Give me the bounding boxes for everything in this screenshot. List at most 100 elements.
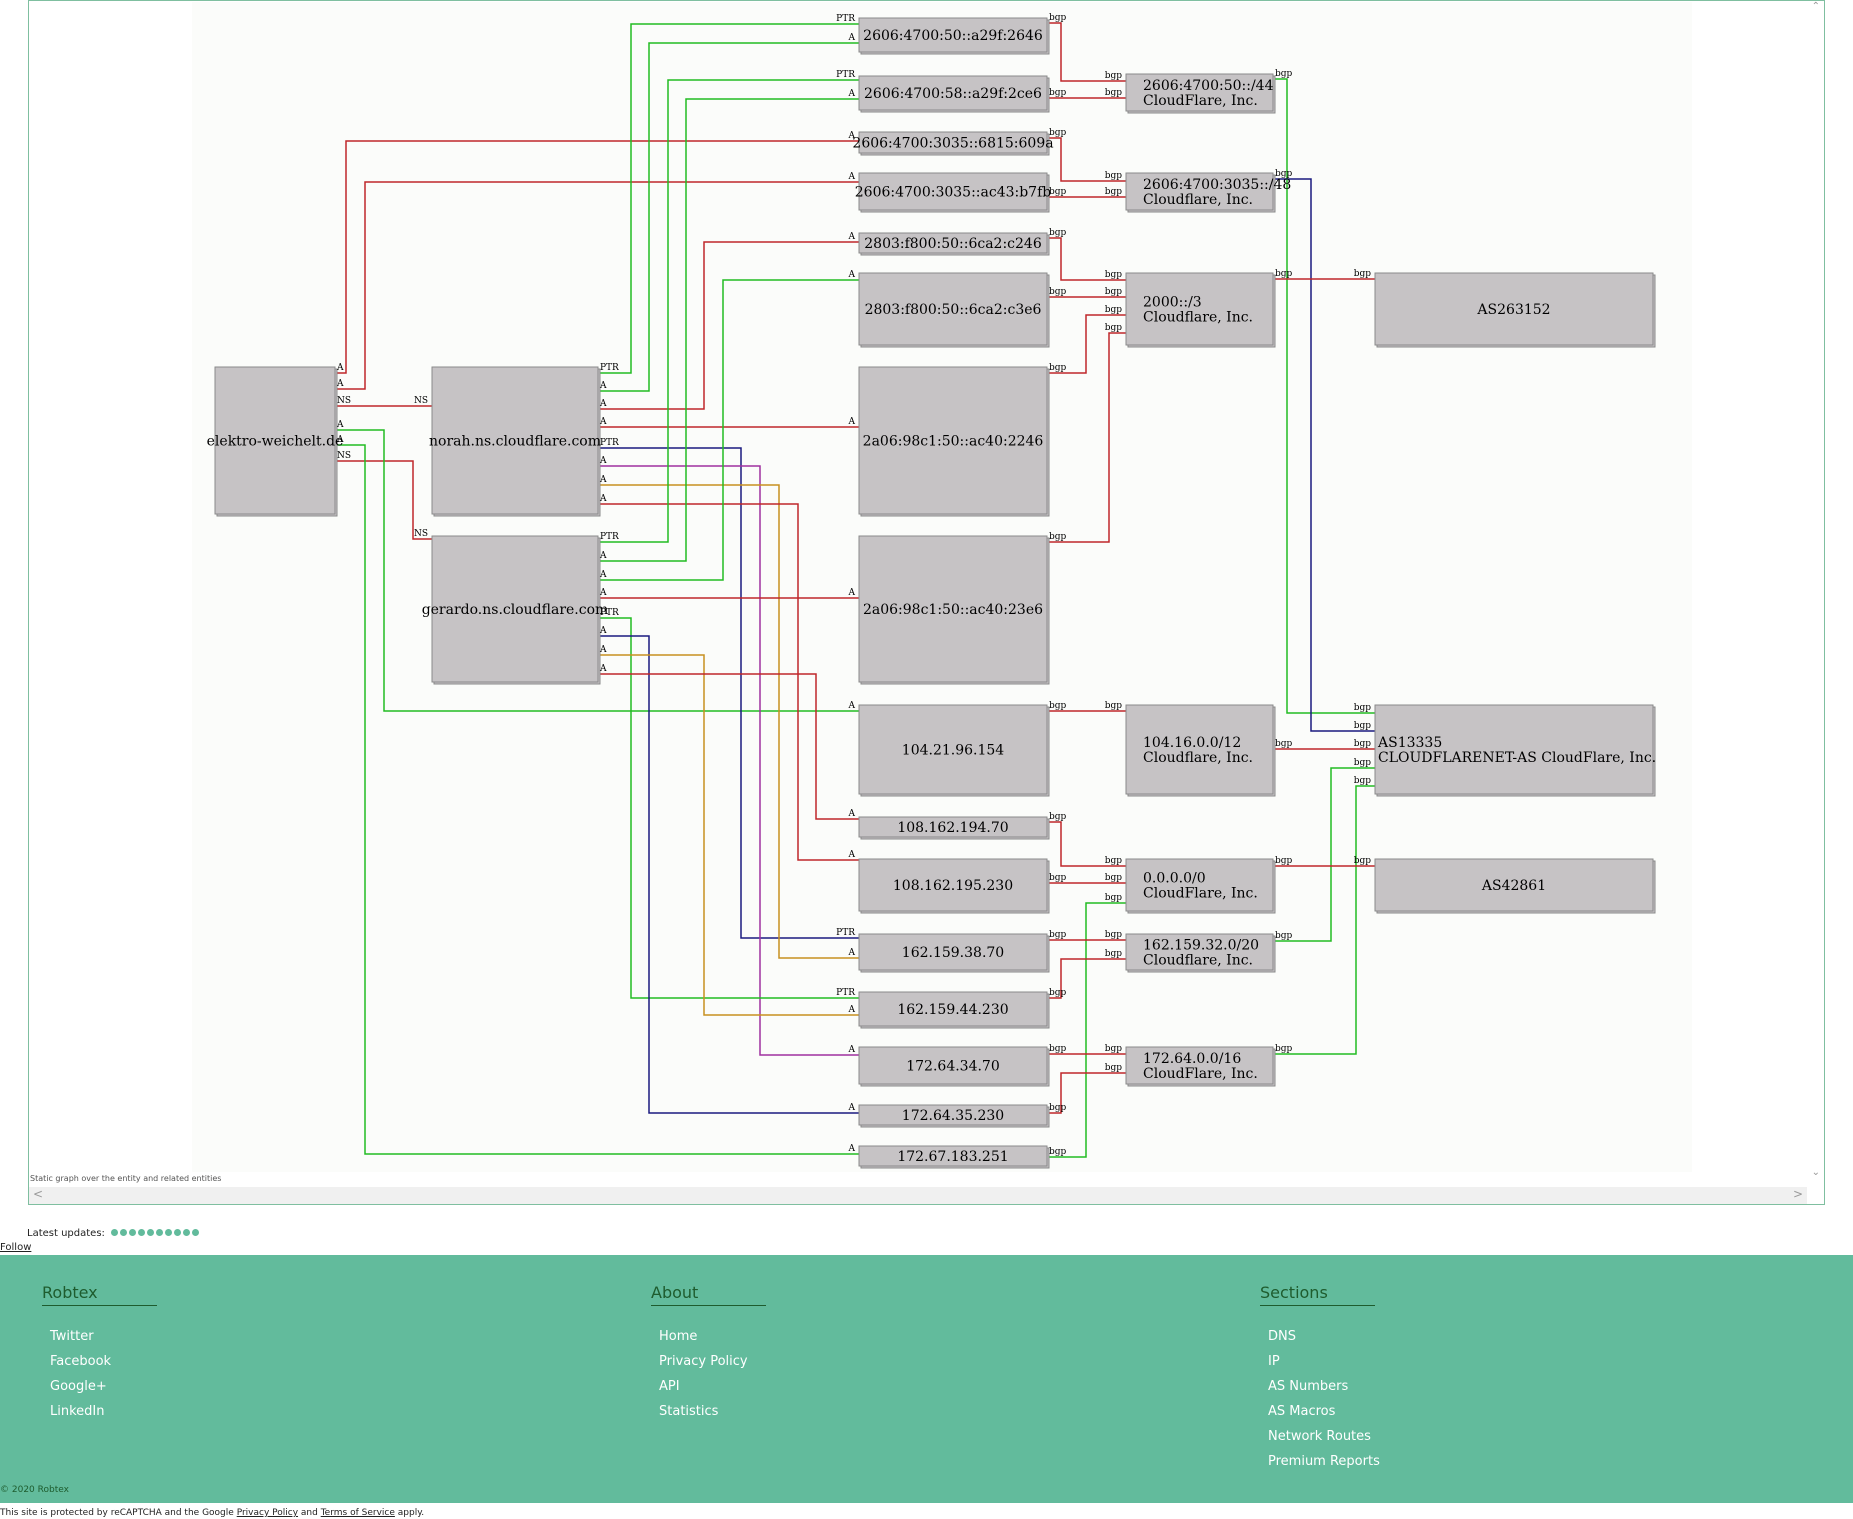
node-ip9[interactable]: 104.21.96.154 — [858, 704, 1050, 797]
scroll-down-icon[interactable]: ⌄ — [1811, 1167, 1820, 1178]
follow-link[interactable]: Follow — [0, 1242, 32, 1253]
edge-label-start: A — [336, 435, 344, 445]
node-label: Cloudflare, Inc. — [1143, 953, 1253, 969]
edge-label-start: A — [599, 417, 607, 427]
footer-robtex-link-twitter[interactable]: Twitter — [50, 1329, 94, 1344]
footer-sections-link-as-macros[interactable]: AS Macros — [1268, 1404, 1336, 1419]
node-ip8[interactable]: 2a06:98c1:50::ac40:23e6 — [858, 535, 1050, 685]
node-box — [214, 366, 336, 515]
edge-label-end: A — [848, 270, 856, 280]
footer-sections-link-network-routes[interactable]: Network Routes — [1268, 1429, 1371, 1444]
footer-about-link-api[interactable]: API — [659, 1379, 680, 1394]
edge-label-end: A — [848, 948, 856, 958]
node-ip15[interactable]: 172.64.35.230 — [858, 1104, 1050, 1128]
update-dot[interactable] — [191, 1229, 199, 1236]
terms-of-service-link[interactable]: Terms of Service — [320, 1508, 395, 1518]
node-ip11[interactable]: 108.162.195.230 — [858, 858, 1050, 914]
privacy-policy-link[interactable]: Privacy Policy — [236, 1508, 299, 1518]
edge-green — [598, 279, 859, 581]
edge-red — [335, 140, 859, 374]
edge-label-start: PTR — [600, 608, 619, 618]
edge-label-end: A — [848, 1144, 856, 1154]
scroll-up-icon[interactable]: ⌃ — [1811, 1, 1820, 12]
node-box — [1374, 704, 1654, 795]
edge-label-start: A — [599, 456, 607, 466]
edge-green — [598, 617, 859, 999]
node-box — [858, 366, 1048, 515]
update-dot[interactable] — [173, 1229, 181, 1236]
edge-label-end: A — [848, 417, 856, 427]
node-ip5[interactable]: 2803:f800:50::6ca2:c246 — [858, 232, 1050, 256]
scroll-left-icon[interactable]: < — [33, 1187, 44, 1201]
update-dot[interactable] — [182, 1229, 190, 1236]
footer-robtex-link-google-[interactable]: Google+ — [50, 1379, 107, 1394]
footer-sections-link-ip[interactable]: IP — [1268, 1354, 1280, 1369]
edge-label-end: A — [848, 809, 856, 819]
footer-sections-link-premium-reports[interactable]: Premium Reports — [1268, 1454, 1380, 1469]
node-label: 104.16.0.0/12 — [1143, 735, 1241, 751]
horizontal-scrollbar[interactable]: < > — [29, 1187, 1807, 1204]
footer-sections-link-dns[interactable]: DNS — [1268, 1329, 1296, 1344]
node-ns1[interactable]: norah.ns.cloudflare.com — [429, 366, 601, 517]
edge-label-start: A — [336, 420, 344, 430]
edge-red — [1047, 22, 1126, 82]
node-label: 108.162.195.230 — [893, 878, 1013, 894]
graph-viewer[interactable]: elektro-weichelt.de norah.ns.cloudflare.c… — [28, 0, 1825, 1205]
node-ip4[interactable]: 2606:4700:3035::ac43:b7fb — [855, 172, 1052, 213]
update-dot[interactable] — [146, 1229, 154, 1236]
edge-label-end: bgp — [1105, 323, 1123, 333]
node-ip7[interactable]: 2a06:98c1:50::ac40:2246 — [858, 366, 1050, 517]
update-dot[interactable] — [155, 1229, 163, 1236]
footer-about-link-statistics[interactable]: Statistics — [659, 1404, 719, 1419]
edge-red — [1047, 314, 1126, 374]
node-box — [858, 172, 1048, 211]
edge-label-start: A — [599, 645, 607, 655]
footer-about-link-privacy-policy[interactable]: Privacy Policy — [659, 1354, 748, 1369]
edge-label-start: bgp — [1049, 812, 1067, 822]
node-ip12[interactable]: 162.159.38.70 — [858, 933, 1050, 973]
node-domain[interactable]: elektro-weichelt.de — [207, 366, 344, 517]
edge-label-end: bgp — [1354, 721, 1372, 731]
node-as1[interactable]: AS263152 — [1374, 272, 1656, 348]
node-ip1[interactable]: 2606:4700:50::a29f:2646 — [858, 17, 1050, 55]
node-as3[interactable]: AS42861 — [1374, 858, 1656, 914]
node-ip6[interactable]: 2803:f800:50::6ca2:c3e6 — [858, 272, 1050, 348]
update-dot[interactable] — [119, 1229, 127, 1236]
edge-label-end: bgp — [1354, 758, 1372, 768]
node-label: CLOUDFLARENET-AS CloudFlare, Inc. — [1378, 750, 1656, 766]
node-ip2[interactable]: 2606:4700:58::a29f:2ce6 — [858, 75, 1050, 113]
edge-label-end: bgp — [1105, 1044, 1123, 1054]
footer-sections-link-as-numbers[interactable]: AS Numbers — [1268, 1379, 1349, 1394]
node-ip13[interactable]: 162.159.44.230 — [858, 991, 1050, 1029]
update-dot[interactable] — [110, 1229, 118, 1236]
latest-updates-label: Latest updates: — [27, 1228, 105, 1239]
edge-label-start: NS — [337, 451, 351, 461]
update-dot[interactable] — [164, 1229, 172, 1236]
footer-robtex-link-linkedin[interactable]: LinkedIn — [50, 1404, 105, 1419]
node-ip14[interactable]: 172.64.34.70 — [858, 1046, 1050, 1087]
footer-about-link-home[interactable]: Home — [659, 1329, 698, 1344]
edge-label-start: A — [599, 381, 607, 391]
node-ip3[interactable]: 2606:4700:3035::6815:609a — [852, 131, 1054, 156]
scroll-right-icon[interactable]: > — [1792, 1187, 1803, 1201]
footer-robtex-link-facebook[interactable]: Facebook — [50, 1354, 112, 1369]
footer-sections-title: Sections — [1260, 1283, 1375, 1306]
node-ip16[interactable]: 172.67.183.251 — [858, 1145, 1050, 1169]
update-dot[interactable] — [128, 1229, 136, 1236]
node-ns2[interactable]: gerardo.ns.cloudflare.com — [422, 535, 609, 685]
node-label: 2a06:98c1:50::ac40:23e6 — [863, 602, 1043, 618]
footer-about-title: About — [651, 1283, 766, 1306]
node-label: CloudFlare, Inc. — [1143, 1066, 1258, 1082]
update-dot[interactable] — [137, 1229, 145, 1236]
node-ip10[interactable]: 108.162.194.70 — [858, 816, 1050, 840]
